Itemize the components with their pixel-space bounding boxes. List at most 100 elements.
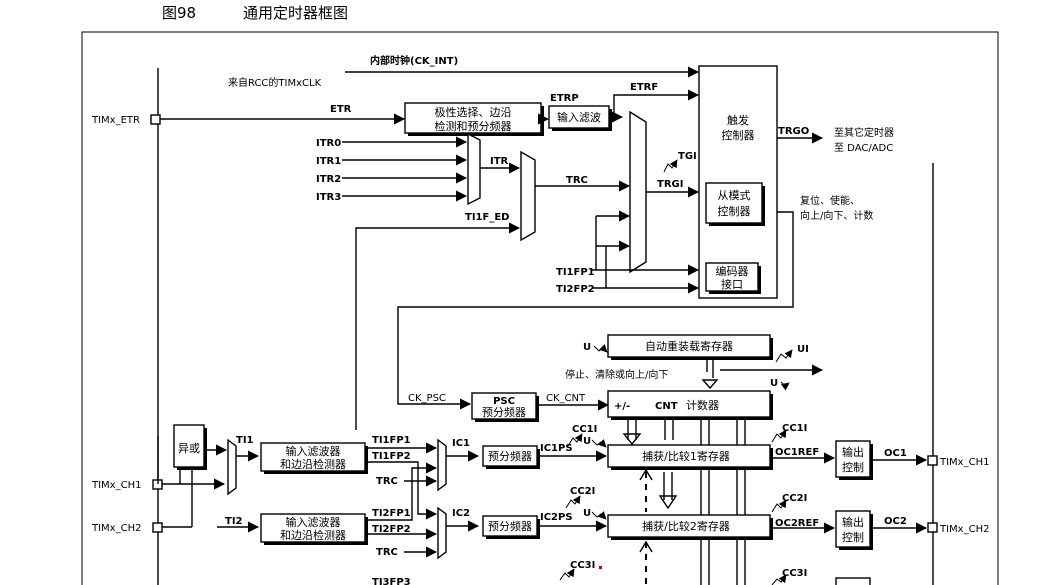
- label-ti1fp1: TI1FP1: [556, 267, 595, 278]
- u-arr-arrow: [593, 344, 608, 353]
- label-ic2: IC2: [452, 508, 470, 519]
- pin-ch2-out-label: TIMx_CH2: [939, 524, 989, 535]
- cc3i-b-arrow: [771, 574, 787, 585]
- note-reset-1: 复位、使能、: [800, 194, 860, 207]
- xor-text: 异或: [178, 442, 200, 455]
- tgi-arrow: [663, 159, 678, 173]
- outctl3-block: [835, 577, 871, 585]
- label-tgi: TGI: [678, 151, 697, 162]
- note-to-other-timers-1: 至其它定时器: [834, 126, 894, 139]
- label-oc1ref: OC1REF: [775, 447, 819, 458]
- pin-ch1-label: TIMx_CH1: [91, 480, 141, 491]
- label-trc-2: TRC: [376, 547, 398, 558]
- cnt-ccr1-arrow: [622, 433, 642, 446]
- pin-ch2-label: TIMx_CH2: [91, 523, 141, 534]
- u-cc2-arrow: [591, 511, 607, 520]
- label-ti1fp2-b: TI1FP2: [372, 451, 411, 462]
- polarity-text-1: 极性选择、边沿: [435, 105, 512, 119]
- pin-ch2-square: [152, 522, 163, 533]
- cc1i-a-arrow: [567, 433, 583, 447]
- pin-ch1-out-label: TIMx_CH1: [939, 457, 989, 468]
- label-trc: TRC: [566, 175, 588, 186]
- polarity-text-2: 检测和预分频器: [435, 119, 512, 133]
- label-ic1: IC1: [452, 438, 470, 449]
- psc-block: [471, 392, 537, 420]
- outctl1-text-1: 输出: [842, 445, 864, 459]
- cc2i-b-arrow: [771, 499, 787, 513]
- label-cc3i-b: CC3I: [782, 568, 807, 579]
- label-ti1fp1-b: TI1FP1: [372, 435, 411, 446]
- cnt-ccr1-bus: [627, 417, 637, 440]
- filter1-text-1: 输入滤波器: [286, 444, 341, 458]
- label-oc1: OC1: [884, 448, 907, 459]
- arr-text: 自动重装载寄存器: [645, 339, 733, 353]
- label-ck-cnt: CK_CNT: [546, 393, 586, 404]
- label-ti2fp2: TI2FP2: [556, 284, 595, 295]
- polarity-block: [404, 102, 542, 134]
- slave-text-2: 控制器: [718, 204, 751, 218]
- label-cc1i-b: CC1I: [782, 423, 807, 434]
- pin-ch1-out-square: [927, 455, 938, 466]
- filter2-text-1: 输入滤波器: [286, 515, 341, 529]
- arr-block: [607, 334, 771, 358]
- ti1f-ed-line: [355, 222, 521, 430]
- label-ic1ps: IC1PS: [540, 443, 573, 454]
- label-ti2fp2-b: TI2FP2: [372, 524, 411, 535]
- note-to-other-timers-2: 至 DAC/ADC: [834, 142, 893, 154]
- arr-to-cnt: [706, 357, 714, 378]
- label-trgo: TRGO: [778, 126, 809, 137]
- label-rcc-clk: 来自RCC的TIMxCLK: [228, 76, 322, 89]
- label-ti1: TI1: [236, 435, 254, 446]
- trc-mux: [520, 150, 536, 242]
- encoder-text-1: 编码器: [716, 264, 749, 278]
- trigger-controller-block: [698, 65, 778, 299]
- label-itr: ITR: [490, 156, 509, 167]
- label-oc2: OC2: [884, 516, 907, 527]
- arr-down-arrow: [701, 379, 719, 390]
- note-reset-2: 向上/向下、计数: [800, 209, 873, 222]
- psc-text-2: 预分频器: [482, 405, 526, 419]
- ic1-mux: [437, 438, 447, 492]
- pin-etr-label: TIMx_ETR: [91, 115, 140, 126]
- label-u-arr: U: [583, 342, 591, 353]
- filter1-block: [260, 442, 366, 472]
- outctl1-block: [835, 440, 871, 478]
- outctl2-text-2: 控制: [842, 530, 864, 544]
- label-ck-int: 内部时钟(CK_INT): [370, 54, 458, 67]
- label-ti2: TI2: [225, 516, 243, 527]
- xor-block: [173, 424, 205, 468]
- ccr1-ccr2-arrow: [658, 495, 678, 510]
- figure-title: 通用定时器框图: [243, 4, 348, 22]
- figure-number: 图98: [162, 4, 196, 22]
- prescaler1-text: 预分频器: [488, 449, 532, 463]
- label-ui: UI: [797, 344, 809, 355]
- cc2i-a-arrow: [565, 495, 581, 509]
- label-cc2i-a: CC2I: [570, 486, 595, 497]
- label-cc3i-a: CC3I: [570, 560, 595, 571]
- label-cc2i-b: CC2I: [782, 493, 807, 504]
- label-oc2ref: OC2REF: [775, 518, 819, 529]
- u-cc1-arrow: [591, 439, 607, 448]
- label-ck-psc: CK_PSC: [408, 393, 446, 404]
- ccr-dash-up-2: [639, 540, 653, 553]
- label-etrf: ETRF: [630, 82, 658, 93]
- pin-etr-square: [150, 114, 161, 125]
- cnt-suffix: 计数器: [686, 399, 719, 412]
- ck-psc-path: [397, 211, 794, 410]
- trigger-mux: [629, 110, 647, 274]
- red-marker: [599, 566, 602, 569]
- slave-mode-block: [705, 182, 763, 224]
- outctl2-text-1: 输出: [842, 515, 864, 529]
- label-ti3fp3: TI3FP3: [372, 577, 411, 585]
- label-itr3: ITR3: [316, 192, 341, 203]
- label-itr0: ITR0: [316, 138, 341, 149]
- psc-text-1: PSC: [493, 396, 515, 407]
- label-ic2ps: IC2PS: [540, 512, 573, 523]
- ccr2-text: 捕获/比较2寄存器: [642, 519, 730, 533]
- prescaler2-text: 预分频器: [488, 519, 532, 533]
- label-u-out: U: [770, 378, 778, 389]
- label-itr2: ITR2: [316, 174, 341, 185]
- itr-mux: [467, 132, 481, 206]
- filter2-text-2: 和边沿检测器: [280, 528, 346, 542]
